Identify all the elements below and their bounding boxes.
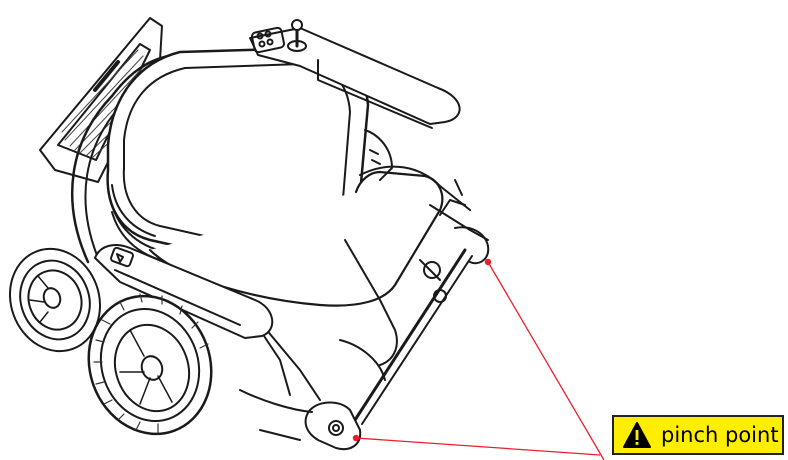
pinch-point-marker-lower bbox=[352, 434, 360, 442]
caster-wheel bbox=[8, 247, 102, 353]
pinch-point-label: pinch point bbox=[612, 415, 784, 455]
callout-line-upper bbox=[487, 261, 605, 460]
callout-line-lower bbox=[355, 437, 601, 456]
rear-wheel bbox=[87, 293, 213, 436]
lower-armrest bbox=[94, 244, 274, 339]
warning-triangle-icon bbox=[623, 422, 651, 448]
armrest-joystick bbox=[249, 19, 461, 129]
pinch-point-text: pinch point bbox=[661, 423, 779, 447]
fold-arm bbox=[353, 179, 490, 425]
backrest-panel bbox=[39, 17, 163, 183]
pinch-point-marker-upper bbox=[484, 258, 492, 266]
bottom-hinge bbox=[239, 389, 362, 450]
cushion-side bbox=[364, 129, 393, 181]
callout-lines bbox=[355, 261, 605, 460]
